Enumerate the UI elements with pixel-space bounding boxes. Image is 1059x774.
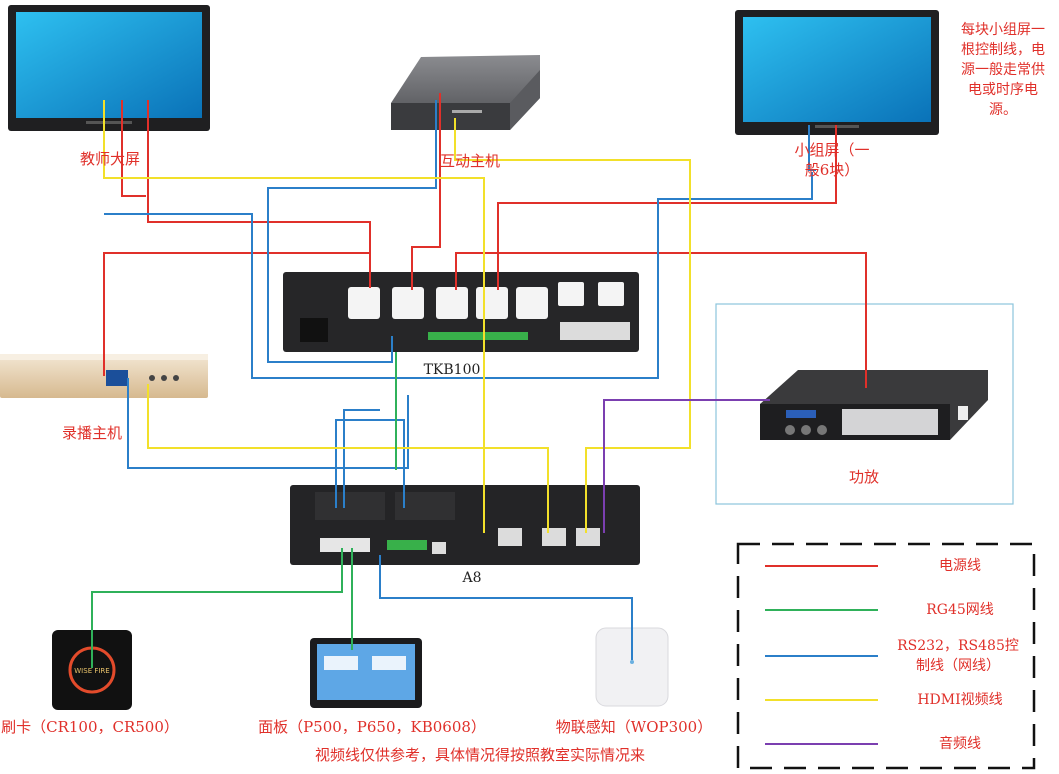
group-screen-note: 每块小组屏一 根控制线，电 源一般走常供 电或时序电 源。 — [961, 22, 1045, 118]
panel-label: 面板（P500，P650，KB0608） — [258, 718, 486, 736]
power-line — [103, 252, 370, 376]
recorder-label: 录播主机 — [61, 424, 123, 442]
footnote: 视频线仅供参考，具体情况得按照教室实际情况来 — [314, 746, 646, 764]
power-line — [497, 125, 837, 290]
control-line — [104, 172, 813, 379]
power-line — [455, 252, 867, 388]
card-reader-logo: WISE FIRE — [74, 667, 109, 675]
legend-label-network: RG45网线 — [926, 602, 994, 618]
group-screen — [735, 10, 939, 135]
iot-sensor-label: 物联感知（WOP300） — [555, 718, 713, 736]
control-line — [343, 409, 380, 508]
control-line — [127, 378, 409, 469]
control-line — [267, 100, 437, 363]
amplifier-device — [715, 303, 1014, 505]
interactive-host — [391, 55, 540, 130]
power-line — [121, 100, 146, 197]
group-screen-label: 小组屏（一 般6块） — [794, 141, 870, 179]
cables — [91, 93, 867, 668]
hdmi-line — [103, 100, 485, 533]
power-line — [147, 100, 371, 288]
tkb100-label: TKB100 — [423, 362, 481, 378]
interactive-host-label: 互动主机 — [439, 152, 501, 170]
power-line — [411, 93, 441, 290]
legend-label-power: 电源线 — [939, 558, 981, 574]
audio-line — [603, 399, 770, 533]
control-line — [808, 125, 816, 171]
network-line — [91, 548, 343, 668]
amplifier-label: 功放 — [848, 468, 880, 486]
teacher-screen — [8, 5, 210, 131]
hdmi-line — [147, 384, 549, 533]
card-reader-label: 刷卡（CR100，CR500） — [1, 718, 179, 736]
legend-label-hdmi: HDMI视频线 — [917, 692, 1003, 708]
legend-label-audio: 音频线 — [939, 736, 981, 752]
a8-label: A8 — [462, 570, 482, 586]
legend — [736, 542, 1036, 770]
control-line — [379, 555, 633, 660]
legend-label-control: RS232，RS485控 制线（网线） — [897, 638, 1019, 674]
panel-device — [310, 638, 422, 708]
hdmi-line — [454, 118, 691, 533]
tkb100-device — [283, 272, 639, 352]
teacher-screen-label: 教师大屏 — [79, 150, 141, 168]
control-line — [335, 419, 405, 508]
